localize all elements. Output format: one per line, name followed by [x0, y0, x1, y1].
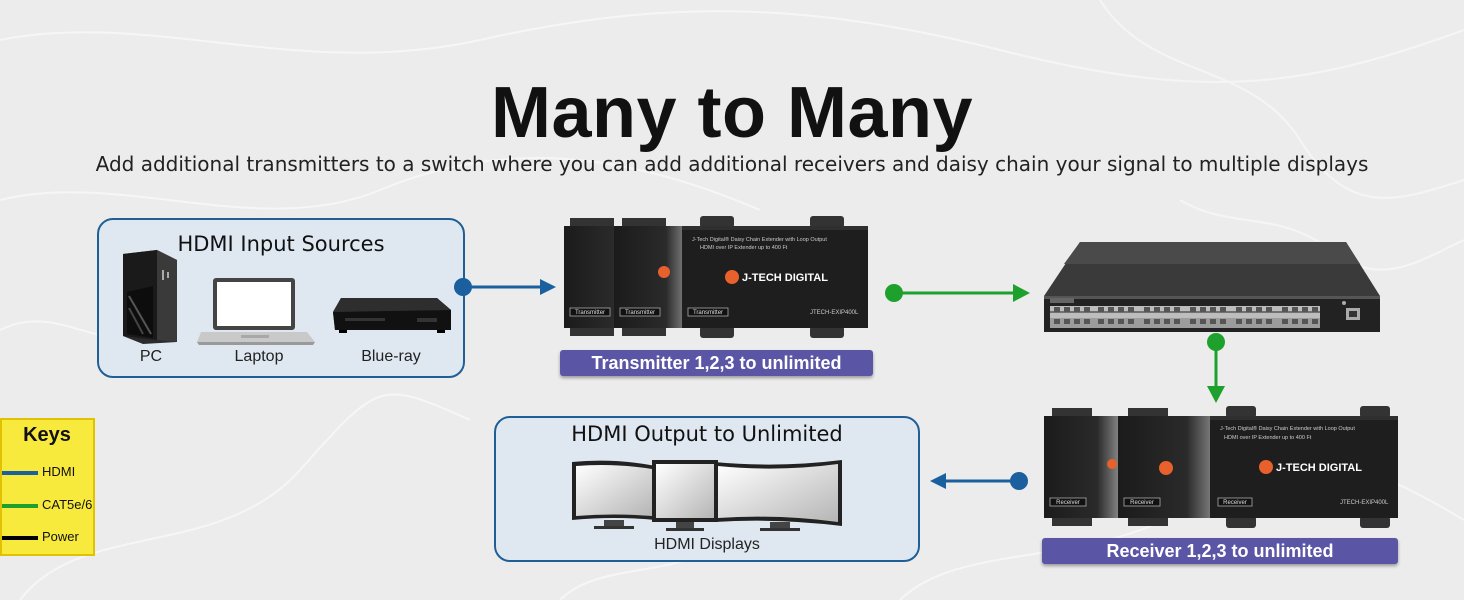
cat-link-transmitter-to-switch — [885, 284, 1030, 302]
receiver-unit-3: J-Tech Digital® Daisy Chain Extender wit… — [1210, 406, 1398, 528]
cat-link-switch-to-receiver — [1207, 333, 1225, 403]
transmitter-units: Transmitter Transmitter J-Tech Digital® … — [564, 216, 868, 338]
key-power-label: Power — [42, 529, 79, 544]
receiver-brand: J-TECH DIGITAL — [1276, 462, 1362, 474]
monitor-center — [652, 460, 718, 531]
transmitter-unit-3-label: Transmitter — [693, 310, 723, 316]
device-label-bluray: Blue-ray — [361, 348, 421, 365]
switch-ports — [1050, 306, 1320, 328]
key-cat-label: CAT5e/6 — [42, 497, 93, 512]
transmitter-model: JTECH-EXIP400L — [810, 310, 859, 316]
transmitter-banner: Transmitter 1,2,3 to unlimited — [560, 350, 873, 376]
output-panel-title: HDMI Output to Unlimited — [571, 422, 843, 446]
receiver-unit-2-label: Receiver — [1130, 500, 1154, 506]
monitors-icon — [572, 460, 842, 531]
output-panel: HDMI Output to Unlimited HDMI Displays — [494, 416, 920, 562]
laptop-icon — [197, 278, 315, 345]
device-label-laptop: Laptop — [234, 348, 284, 365]
pc-tower-icon — [123, 250, 177, 344]
device-label-pc: PC — [139, 348, 163, 365]
monitor-right — [714, 460, 842, 531]
receiver-unit-3-label: Receiver — [1223, 500, 1247, 506]
receiver-caption-2: HDMI over IP Extender up to 400 Ft — [1224, 435, 1312, 441]
monitor-left — [572, 460, 656, 529]
output-panel-caption: HDMI Displays — [654, 536, 760, 553]
receiver-unit-1-label: Receiver — [1056, 500, 1080, 506]
key-cat-swatch — [2, 504, 38, 508]
transmitter-unit-1-label: Transmitter — [575, 310, 605, 316]
key-hdmi-label: HDMI — [42, 464, 76, 479]
receiver-banner: Receiver 1,2,3 to unlimited — [1042, 538, 1398, 564]
input-panel-title: HDMI Input Sources — [177, 232, 385, 256]
receiver-caption-1: J-Tech Digital® Daisy Chain Extender wit… — [1220, 425, 1355, 432]
transmitter-brand: J-TECH DIGITAL — [742, 272, 828, 284]
transmitter-unit-2: Transmitter — [614, 218, 688, 336]
network-switch — [1044, 242, 1380, 332]
keys-legend: Keys HDMI CAT5e/6 Power — [0, 418, 95, 556]
transmitter-caption-2: HDMI over IP Extender up to 400 Ft — [700, 245, 788, 251]
key-power-swatch — [2, 536, 38, 540]
page-title: Many to Many — [490, 73, 974, 153]
input-sources-panel: HDMI Input Sources PC Laptop Blue-ray — [97, 218, 465, 378]
bluray-player-icon — [333, 298, 451, 333]
transmitter-unit-3: J-Tech Digital® Daisy Chain Extender wit… — [682, 216, 868, 338]
page-subtitle: Add additional transmitters to a switch … — [95, 152, 1369, 176]
receiver-model: JTECH-EXIP400L — [1340, 500, 1389, 506]
transmitter-caption-1: J-Tech Digital® Daisy Chain Extender wit… — [692, 236, 827, 243]
receiver-units: Receiver Receiver J-Tech Digital® Daisy … — [1044, 406, 1398, 528]
keys-title: Keys — [23, 424, 71, 446]
receiver-unit-1: Receiver — [1044, 408, 1120, 526]
key-hdmi-swatch — [2, 471, 38, 475]
hdmi-link-input-to-transmitter — [454, 278, 556, 296]
receiver-unit-2: Receiver — [1118, 408, 1216, 526]
hdmi-link-receiver-to-displays — [930, 472, 1028, 490]
transmitter-unit-2-label: Transmitter — [625, 310, 655, 316]
